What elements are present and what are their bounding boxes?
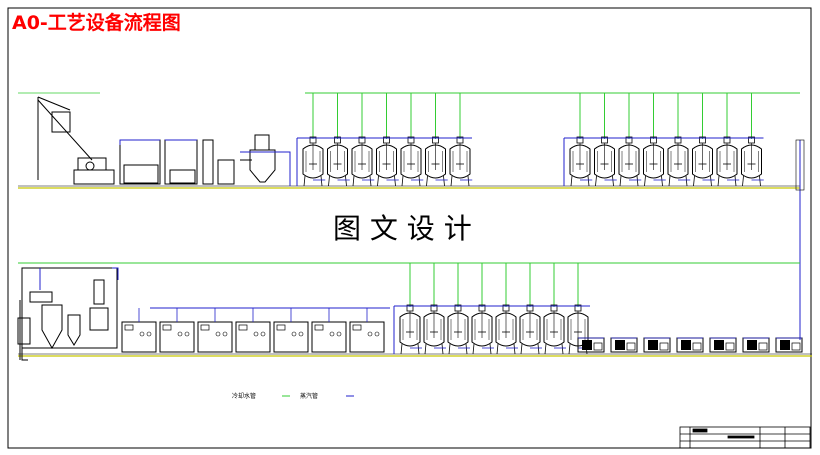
tank — [667, 93, 691, 187]
tank — [302, 93, 326, 187]
legend: 冷却水管 蒸汽管 — [232, 392, 354, 400]
press-machine — [577, 337, 605, 353]
tank — [327, 93, 350, 187]
processing-box — [311, 308, 347, 353]
legend-item-1: 冷却水管 — [232, 392, 256, 400]
tank — [495, 263, 518, 355]
top-right-tank-group — [563, 93, 764, 187]
press-machine — [742, 337, 770, 353]
dryer-equipment — [17, 267, 118, 361]
tank — [618, 93, 642, 187]
drawing-frame — [7, 7, 812, 449]
processing-box — [235, 308, 271, 353]
tank — [692, 93, 715, 187]
press-machine — [709, 337, 737, 353]
tank — [569, 93, 593, 187]
tank — [741, 93, 764, 187]
tank — [519, 263, 542, 355]
press-machine — [775, 337, 803, 353]
title-block — [679, 426, 811, 449]
top-row — [18, 92, 805, 340]
press-machine — [610, 337, 638, 353]
processing-box — [121, 308, 157, 353]
legend-item-2: 蒸汽管 — [300, 392, 318, 400]
tank — [400, 93, 424, 187]
tank — [399, 263, 422, 355]
processing-box — [349, 308, 385, 353]
tank — [449, 93, 473, 187]
top-left-machines — [119, 134, 276, 185]
bottom-tank-group — [393, 263, 590, 355]
tank — [447, 263, 470, 355]
center-label: 图 文 设 计 — [333, 212, 472, 245]
drawing-title: A0-工艺设备流程图 — [12, 11, 181, 34]
bottom-machine-group — [577, 337, 803, 353]
tank — [543, 263, 566, 355]
bottom-box-group — [121, 308, 385, 353]
tank — [594, 93, 617, 187]
processing-box — [273, 308, 309, 353]
tank — [643, 93, 666, 187]
tank — [716, 93, 740, 187]
hopper-conveyor — [37, 96, 115, 185]
bottom-row — [17, 262, 812, 361]
tank — [376, 93, 399, 187]
processing-box — [197, 308, 233, 353]
tank — [425, 93, 448, 187]
tank — [471, 263, 494, 355]
press-machine — [676, 337, 704, 353]
processing-box — [159, 308, 195, 353]
top-left-tank-group — [296, 93, 473, 187]
tank — [351, 93, 375, 187]
tank — [423, 263, 446, 355]
press-machine — [643, 337, 671, 353]
